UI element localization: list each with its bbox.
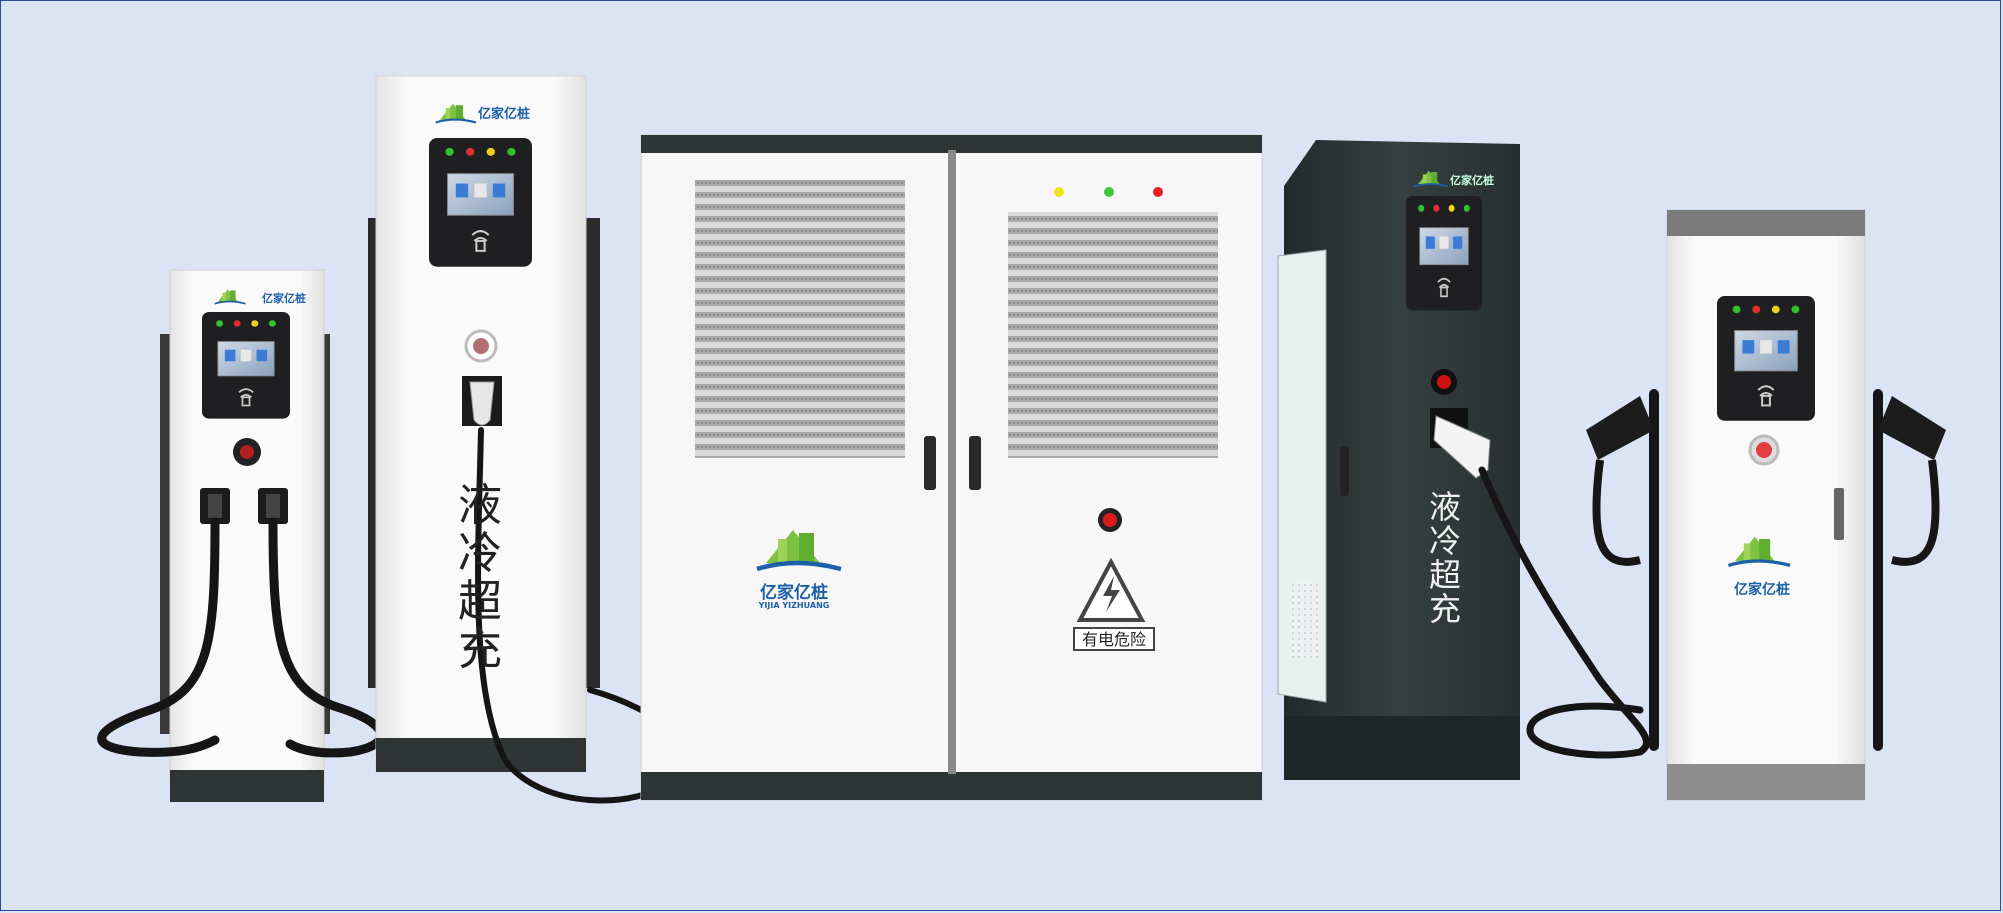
svg-text:冷: 冷 [1429,522,1461,560]
small-charger-screen [201,311,291,420]
charging-connector-icon [469,381,495,426]
indicator-light-green [1104,187,1114,197]
dark-liquid-cooled-charger: 亿家亿桩 液 冷 超 充 [1277,140,1650,780]
svg-text:液: 液 [458,480,502,531]
svg-text:液: 液 [1429,488,1461,526]
small-dual-charger: 亿家亿桩 [97,269,386,802]
dark-charger-door-handle[interactable] [1340,446,1349,496]
svg-text:冷: 冷 [458,528,502,579]
warning-label: 有电危险 [1082,630,1146,649]
charging-connector-icon [1878,396,1946,460]
svg-text:超: 超 [458,576,502,627]
small-charger-logo-text: 亿家亿桩 [262,291,306,305]
indicator-light-yellow [1054,187,1064,197]
cabinet-left-grille [695,180,905,458]
svg-text:超: 超 [1429,556,1461,594]
cabinet-door-handle-left[interactable] [924,436,936,490]
svg-text:充: 充 [1429,590,1461,628]
dual-holster-charger-logo-text: 亿家亿桩 [1734,581,1790,598]
power-cabinet: 亿家亿桩 YIJIA YIZHUANG 有电危险 [640,134,1263,801]
tall-liquid-cooled-charger: 亿家亿桩 液 冷 超 充 [368,75,684,804]
dark-charger-slogan: 液 冷 超 充 [1429,488,1461,628]
dark-charger-screen [1405,195,1483,312]
cabinet-logo-text: 亿家亿桩 [760,582,828,603]
dual-holster-charger: 亿家亿桩 [1586,209,1946,801]
dark-charger-logo-text: 亿家亿桩 [1450,173,1494,187]
cabinet-right-grille [1008,212,1218,458]
svg-text:充: 充 [458,624,502,675]
tall-charger-screen [427,136,534,268]
cabinet-door-handle-right[interactable] [969,436,981,490]
cabinet-logo-text-en: YIJIA YIZHUANG [758,601,830,610]
dual-holster-charger-door-handle[interactable] [1834,488,1844,540]
charging-connector-icon [1586,396,1654,460]
tall-charger-logo-text: 亿家亿桩 [478,106,530,122]
indicator-light-red [1153,187,1163,197]
dual-holster-charger-screen [1716,295,1816,422]
tall-charger-slogan: 液 冷 超 充 [458,480,502,675]
